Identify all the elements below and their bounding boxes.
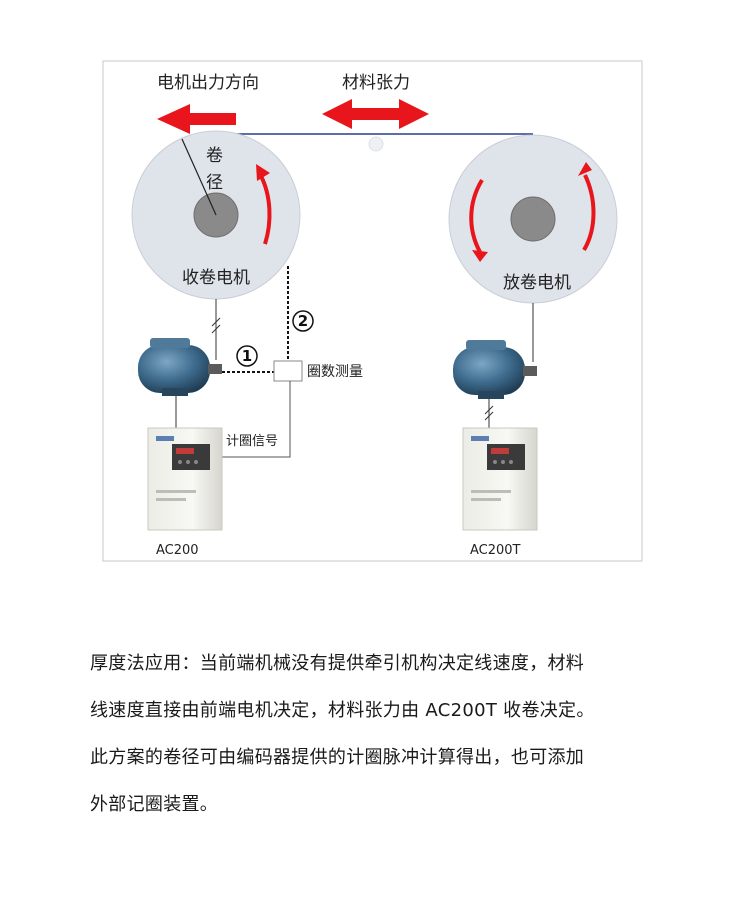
unwinding-motor-label: 放卷电机 (503, 273, 571, 293)
material-tension-label: 材料张力 (342, 73, 410, 93)
right-drive-model: AC200T (470, 543, 521, 558)
count-signal-label: 计圈信号 (226, 434, 278, 449)
marker-one: 1 (242, 347, 252, 365)
caption-line-1: 厚度法应用：当前端机械没有提供牵引机构决定线速度，材料 (90, 653, 585, 674)
count-signal-line (222, 381, 291, 458)
radius-line (181, 138, 217, 216)
material-tension-arrow (322, 99, 429, 129)
turn-measure-label: 圈数测量 (307, 364, 363, 380)
winding-rotation-arrow (259, 175, 272, 245)
turn-measure-box (273, 360, 303, 382)
right-drive-unit (462, 427, 538, 531)
unwinding-rotation-arrow-right (582, 174, 596, 252)
marker-two: 2 (298, 312, 308, 330)
roll-diameter-label: 卷 径 (206, 146, 228, 193)
left-drive-unit (147, 427, 223, 531)
caption-line-3: 此方案的卷径可由编码器提供的计圈脉冲计算得出，也可添加 (90, 747, 585, 768)
winding-control-diagram: 电机出力方向 材料张力 卷 径 收卷电机 放卷电机 (102, 60, 643, 562)
winding-roll (131, 130, 301, 300)
left-drive-model: AC200 (156, 543, 199, 558)
motor-force-direction-label: 电机出力方向 (157, 73, 259, 93)
left-motor (138, 338, 222, 396)
unwinding-rotation-arrow-left (469, 178, 484, 253)
caption-line-4: 外部记圈装置。 (90, 794, 219, 815)
winding-motor-label: 收卷电机 (182, 268, 250, 288)
caption-line-2: 线速度直接由前端电机决定，材料张力由 AC200T 收卷决定。 (90, 700, 595, 721)
right-motor (453, 340, 537, 399)
motor-force-arrow (157, 104, 236, 134)
unwinding-roll (448, 134, 618, 304)
web-guide-roller (368, 136, 384, 152)
